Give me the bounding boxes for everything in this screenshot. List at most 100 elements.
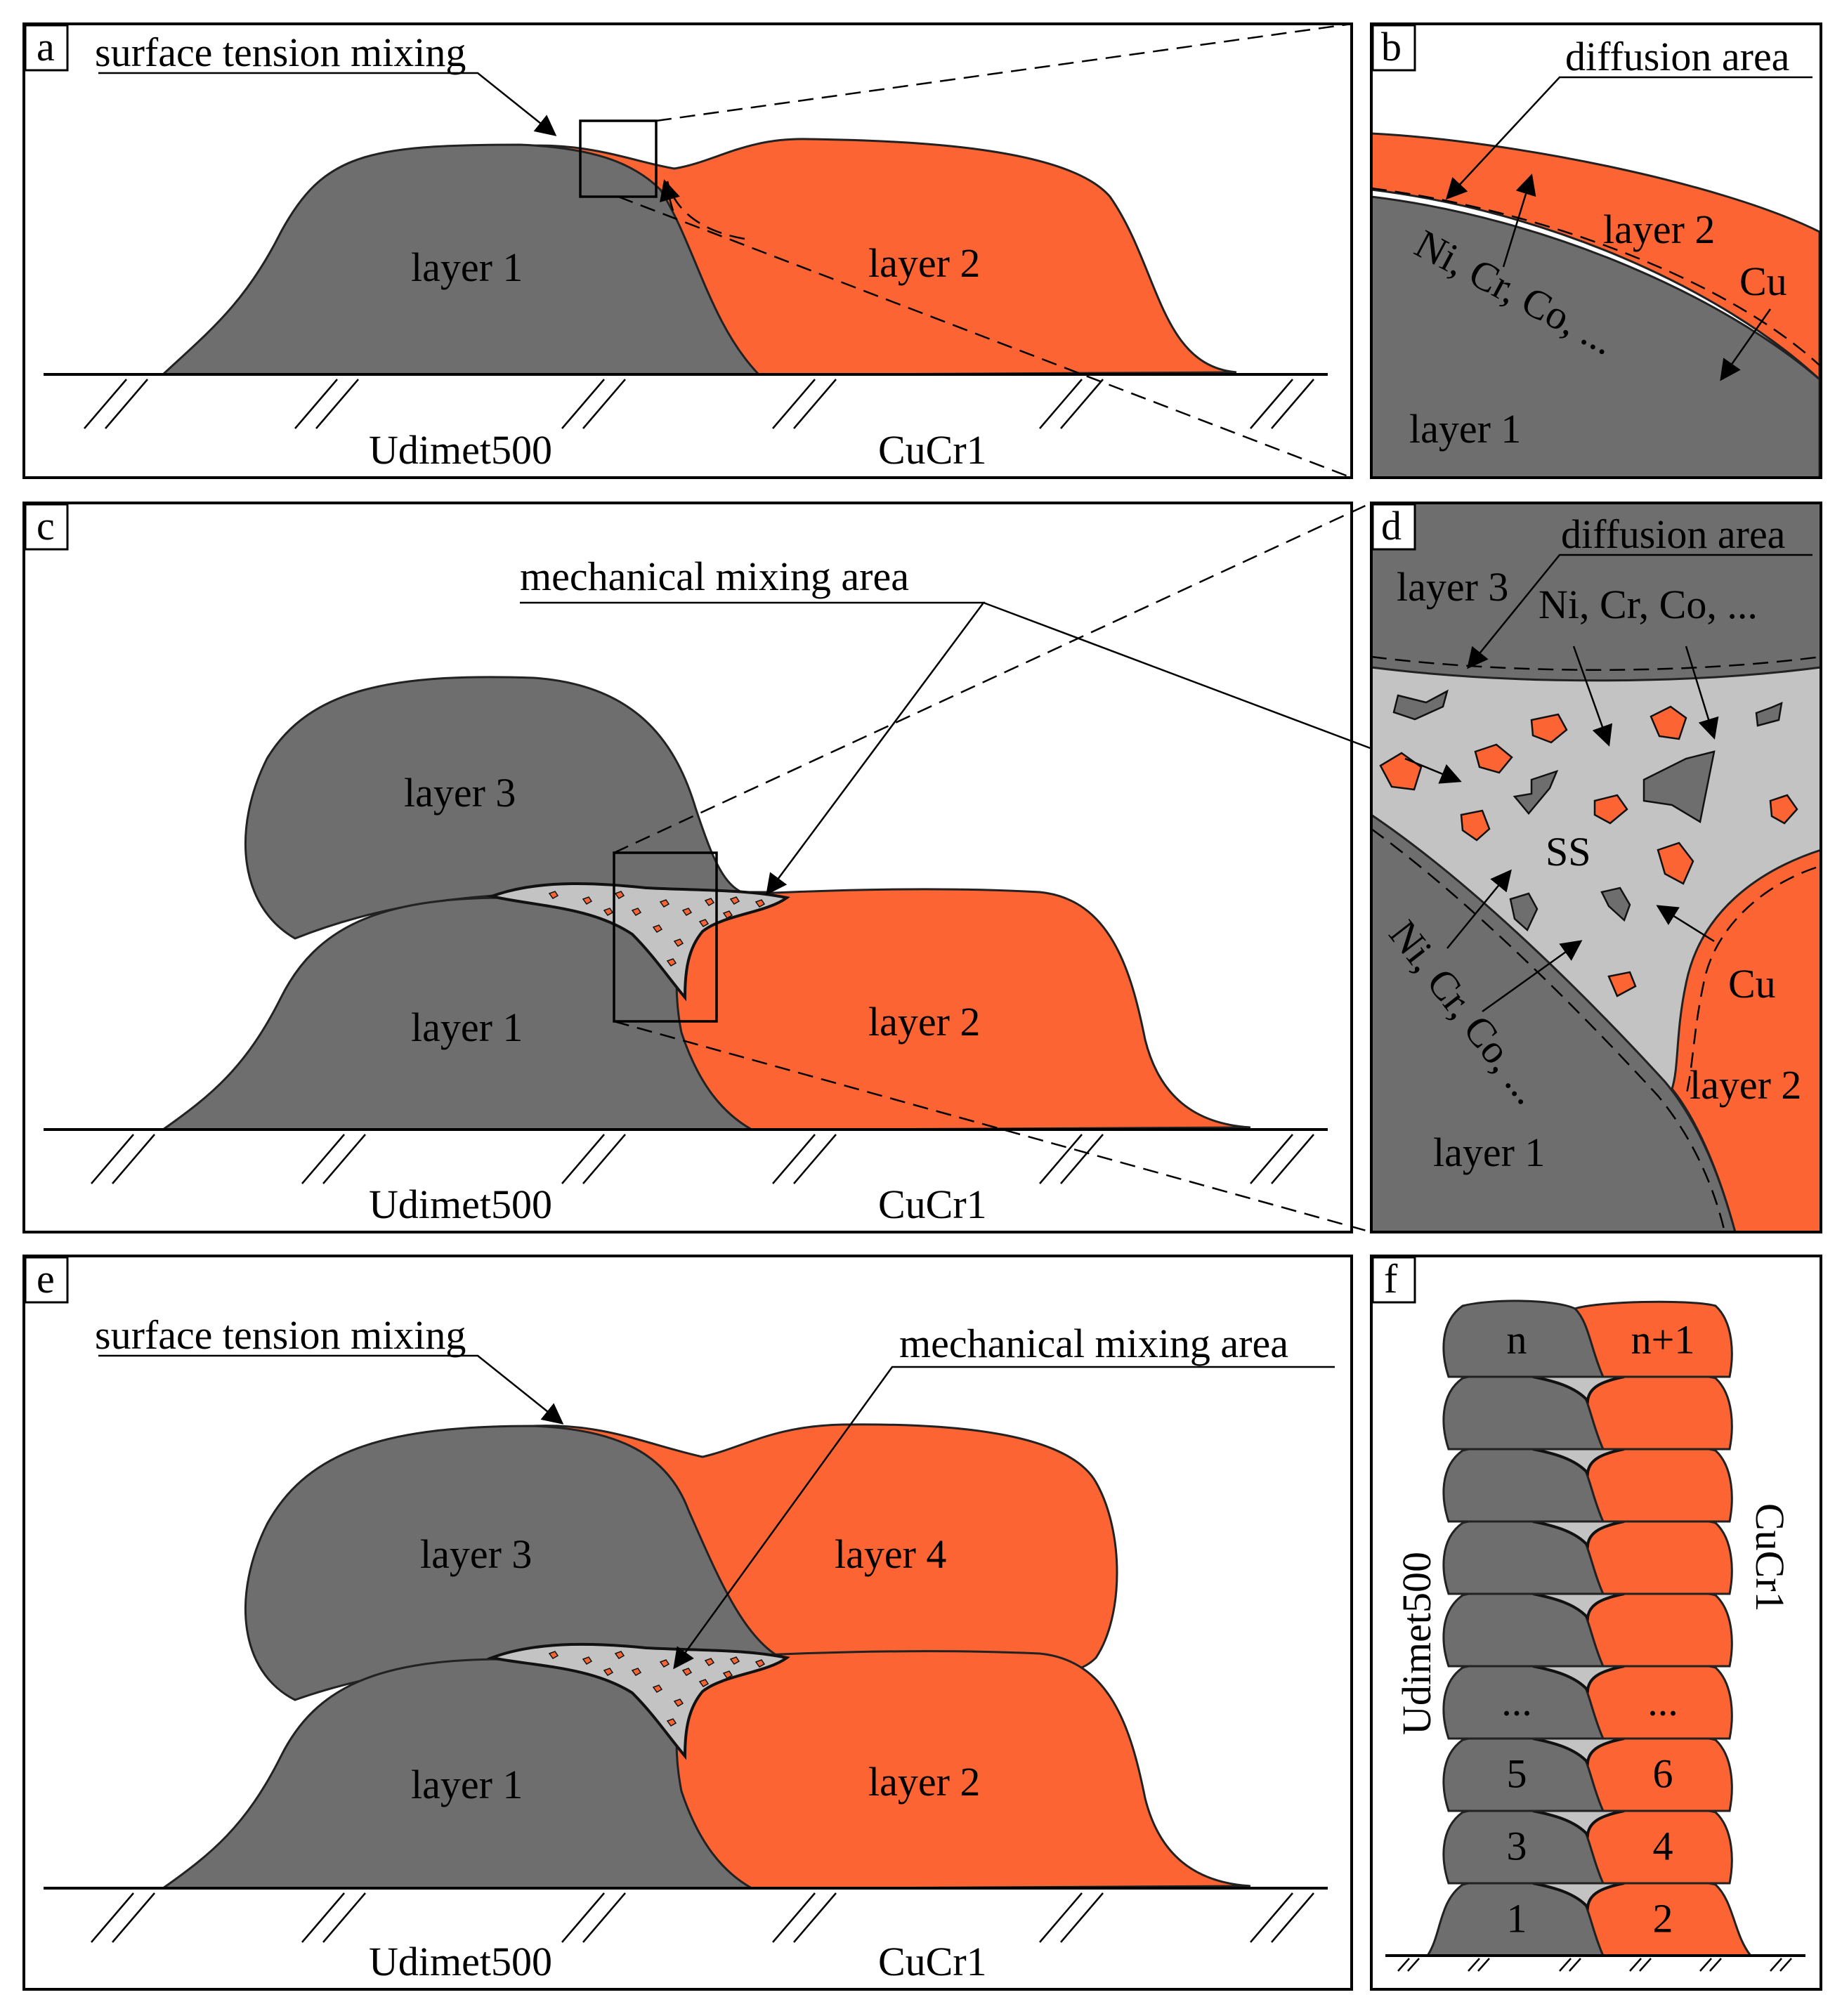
a-base-left: Udimet500	[369, 427, 552, 473]
e-callout-right-line	[673, 1366, 1335, 1670]
f-side-right: CuCr1	[1747, 1503, 1793, 1612]
e-base-left: Udimet500	[369, 1939, 552, 1984]
f-stack-row	[1442, 1444, 1733, 1523]
a-layer2-label: layer 2	[868, 240, 980, 286]
panel-e-tag-box	[24, 1256, 69, 1304]
d-layer2-area	[1671, 848, 1822, 1233]
f-left-bead-label: 3	[1507, 1824, 1527, 1869]
f-left-bead-label: n	[1507, 1317, 1527, 1363]
e-callout-left-line	[98, 1354, 564, 1425]
f-right-bead-label: 2	[1653, 1896, 1673, 1942]
e-callout-left: surface tension mixing	[95, 1312, 466, 1358]
d-orange-particles	[1379, 705, 1798, 997]
d-layer1-label: layer 1	[1433, 1130, 1545, 1175]
panel-f-tag-box	[1371, 1256, 1416, 1304]
e-layer1-label: layer 1	[411, 1762, 523, 1807]
b-diffusion-dash	[1371, 187, 1820, 366]
a-callout-line	[98, 72, 557, 136]
a-base-right: CuCr1	[878, 427, 987, 473]
a-layer1-shape	[160, 143, 762, 376]
panel-a-frame	[22, 22, 1353, 479]
panel-e-tag: e	[37, 1256, 55, 1302]
panel-c-tag-box	[24, 503, 69, 551]
panel-c-tag: c	[37, 503, 55, 549]
d-right-diffusion-dash	[1685, 866, 1817, 1097]
c-mix-particles	[548, 891, 766, 967]
c-callout: mechanical mixing area	[520, 554, 909, 599]
b-cu-label: Cu	[1739, 258, 1787, 304]
panel-f-frame	[1370, 1255, 1822, 1991]
panel-e: e surface tension mixing mechanical mixi…	[22, 1255, 1353, 1991]
panel-d: d diffusion area layer 3 Ni, Cr, Co, ...…	[1370, 502, 1822, 1233]
panel-e-frame	[22, 1255, 1353, 1991]
c-layer1-label: layer 1	[411, 1004, 523, 1050]
panel-f-tag: f	[1384, 1256, 1398, 1302]
d-callout: diffusion area	[1561, 511, 1785, 557]
e-ground-hatch	[91, 1892, 1314, 1943]
panel-d-tag-box	[1371, 503, 1416, 551]
panel-c-frame	[22, 502, 1353, 1233]
c-base-right: CuCr1	[878, 1182, 987, 1227]
f-left-bead-label: 5	[1507, 1751, 1527, 1797]
e-layer3-label: layer 3	[420, 1531, 532, 1577]
e-mixing-area	[486, 1642, 790, 1760]
d-elements-top: Ni, Cr, Co, ...	[1539, 582, 1758, 627]
f-left-bead-label: 1	[1507, 1896, 1527, 1942]
f-ground-hatch	[1397, 1958, 1792, 1972]
f-right-bead-label: 4	[1653, 1824, 1673, 1869]
d-layer3-label: layer 3	[1397, 564, 1508, 610]
a-layer1-label: layer 1	[411, 244, 523, 290]
f-stack-row	[1442, 1371, 1733, 1451]
b-layer1-area	[1370, 195, 1821, 479]
c-mixing-area	[487, 882, 790, 1002]
panel-b-tag-box	[1371, 24, 1416, 72]
d-top-diffusion-dash	[1371, 655, 1822, 671]
b-callout: diffusion area	[1565, 34, 1789, 79]
f-left-bead-label: ...	[1501, 1679, 1532, 1724]
c-layer3-label: layer 3	[404, 770, 516, 816]
panel-a: a surface tension mixing layer 1 layer 2…	[22, 22, 1353, 479]
e-layer4-label: layer 4	[835, 1531, 946, 1577]
panel-c: c mechanical mixing area layer 3 layer 1	[22, 502, 1456, 1233]
d-layer3-area	[1370, 502, 1822, 682]
a-ground-hatch	[84, 379, 1314, 429]
f-stack-row	[1442, 1588, 1733, 1668]
f-right-bead-label: n+1	[1631, 1317, 1695, 1363]
panel-d-frame	[1370, 502, 1822, 1233]
panel-a-tag-box	[24, 24, 69, 72]
e-base-right: CuCr1	[878, 1939, 987, 1984]
f-stack-row: n n+1	[1442, 1300, 1733, 1378]
panel-b-tag: b	[1381, 24, 1402, 70]
panel-b: b diffusion area layer 2 Cu Ni, Cr, Co, …	[1370, 22, 1822, 479]
a-callout: surface tension mixing	[95, 30, 466, 75]
panel-b-frame	[1370, 22, 1822, 479]
c-zoom-box	[613, 851, 718, 1023]
d-bottom-diffusion-dash	[1371, 827, 1726, 1233]
panel-a-tag: a	[37, 24, 55, 70]
e-callout-right: mechanical mixing area	[899, 1321, 1288, 1366]
c-ground-hatch	[91, 1134, 1314, 1184]
d-cu-label: Cu	[1728, 961, 1776, 1007]
c-layer2-label: layer 2	[868, 999, 980, 1045]
a-dash-arrow	[666, 181, 745, 240]
b-callout-line	[1445, 76, 1812, 200]
d-ss-label: SS	[1546, 829, 1591, 875]
e-mix-particles	[548, 1651, 766, 1727]
f-right-bead-label: ...	[1647, 1679, 1678, 1724]
panel-d-tag: d	[1381, 503, 1402, 549]
c-base-left: Udimet500	[369, 1182, 552, 1227]
f-cucr-bead	[1573, 1300, 1733, 1378]
f-stack-row	[1442, 1516, 1733, 1595]
e-layer2-label: layer 2	[868, 1759, 980, 1805]
f-right-bead-label: 6	[1653, 1751, 1673, 1797]
d-callout-line	[1467, 554, 1812, 669]
d-layer2-label: layer 2	[1690, 1062, 1801, 1108]
b-layer2-label: layer 2	[1603, 207, 1715, 252]
b-layer1-label: layer 1	[1409, 406, 1521, 452]
